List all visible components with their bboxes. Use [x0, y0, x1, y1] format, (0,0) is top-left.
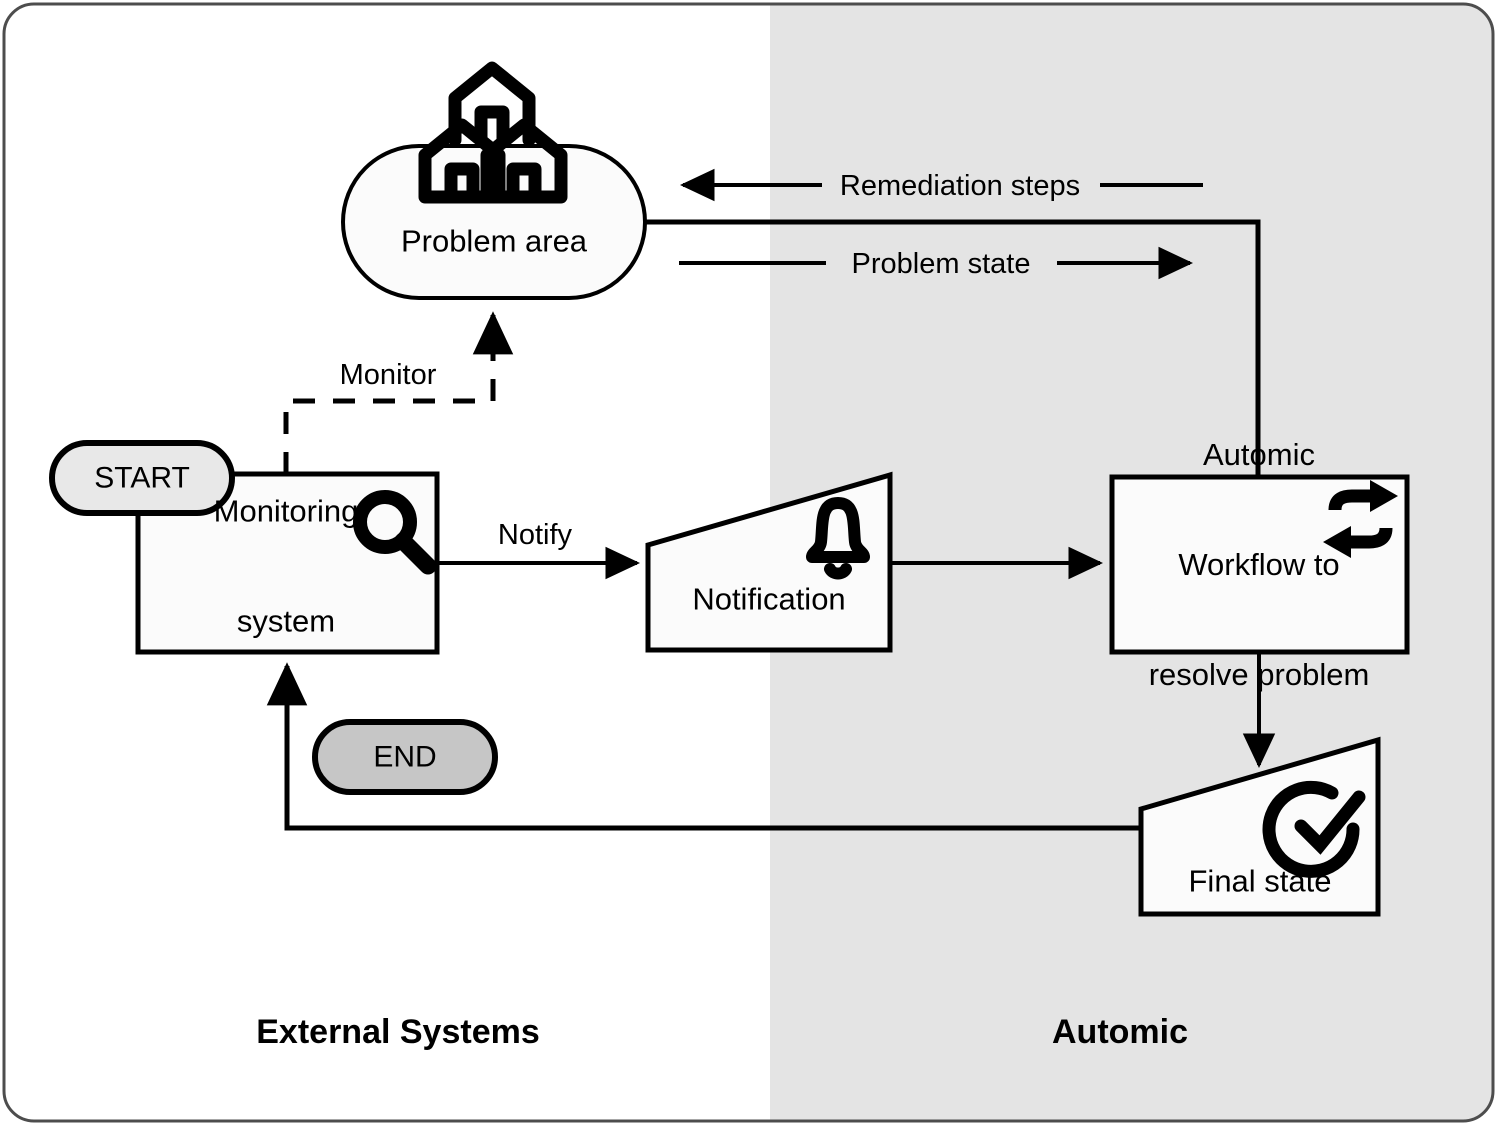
node-automic-workflow-shape — [1109, 474, 1410, 655]
buildings-icon — [418, 61, 568, 204]
edge-final-to-monitoring — [266, 662, 1141, 831]
bell-icon — [806, 497, 870, 580]
edge-problemarea-to-workflow — [645, 219, 1261, 477]
node-start-shape — [49, 440, 235, 516]
node-end-shape — [312, 719, 498, 795]
loop-arrows-icon — [1323, 480, 1398, 558]
edge-monitor-dashed — [283, 311, 514, 474]
magnifier-icon — [353, 490, 437, 575]
node-notification-shape — [645, 471, 893, 653]
check-circle-icon — [1262, 780, 1366, 878]
